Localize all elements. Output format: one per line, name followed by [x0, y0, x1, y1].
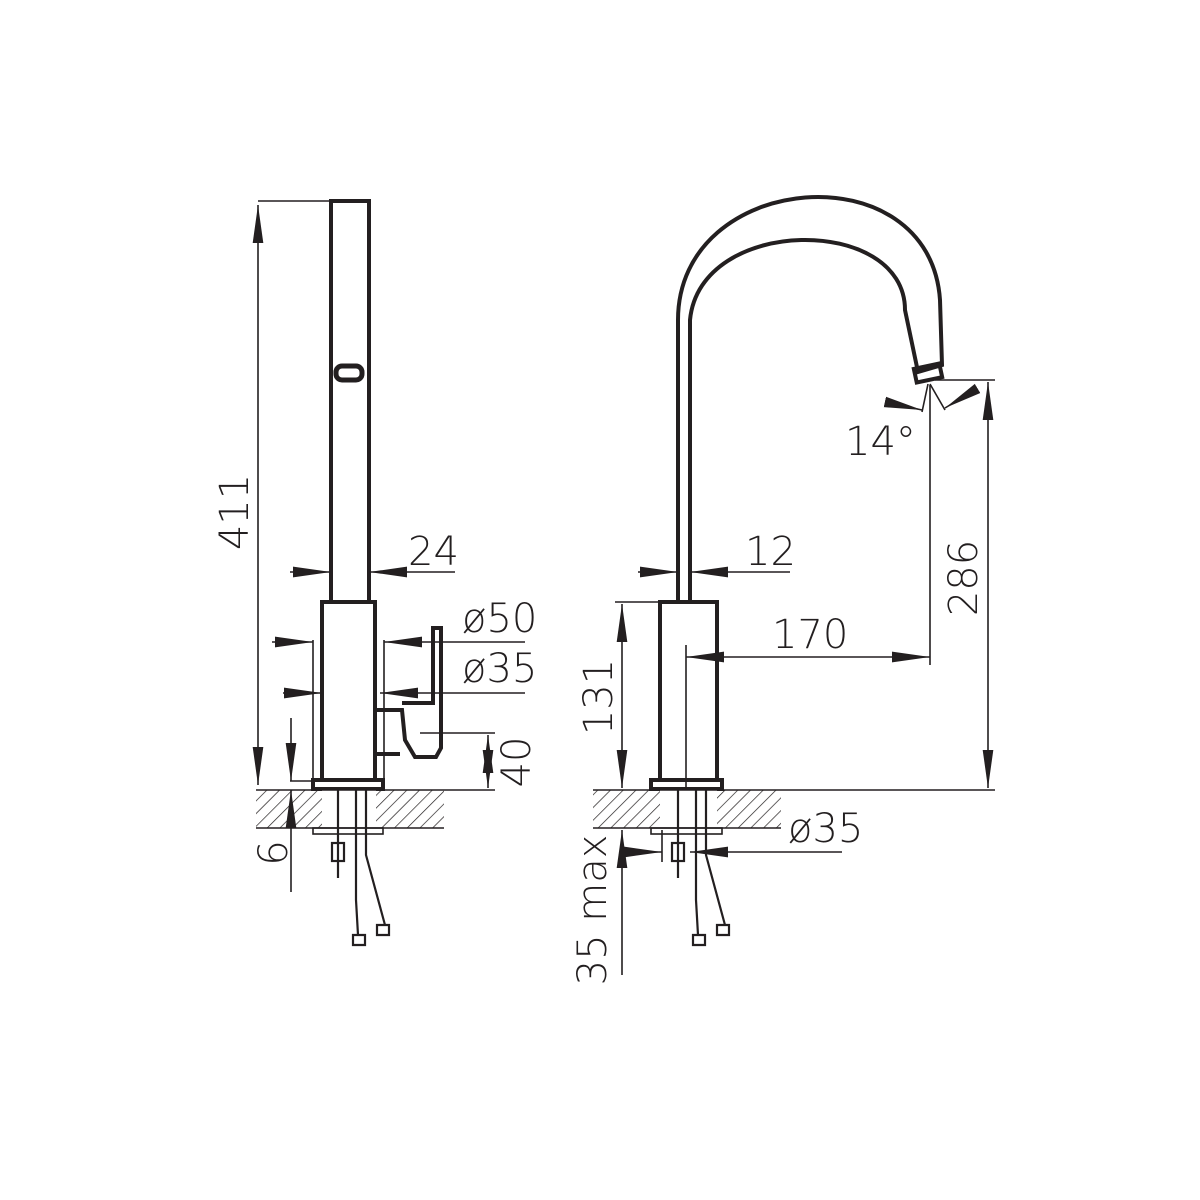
dim-total-height: 411 [212, 474, 258, 550]
dim-body-height: 131 [576, 659, 622, 735]
faucet-body [320, 600, 377, 782]
aerator-slot [333, 363, 365, 383]
dim-mount-diameter: ø35 [462, 646, 537, 692]
dim-outlet-height: 286 [941, 540, 987, 616]
gooseneck-spout [676, 195, 945, 602]
faucet-body-front [658, 600, 719, 782]
dim-body-diameter: ø50 [462, 596, 537, 642]
front-view: 14° 12 131 170 286 ø35 35 max [570, 195, 995, 986]
dim-spout-width-front: 12 [745, 529, 796, 575]
dim-handle-height: 40 [494, 737, 540, 788]
dim-reach: 170 [772, 612, 848, 658]
mounting-nut-front [670, 841, 686, 863]
supply-hoses [351, 790, 391, 947]
dim-max-counter-thickness: 35 max [570, 835, 616, 986]
spout-tube [329, 199, 371, 604]
aerator [911, 361, 945, 385]
base-plate [311, 778, 385, 791]
dim-hole-diameter: ø35 [788, 806, 863, 852]
dim-spout-width: 24 [408, 529, 459, 575]
dim-base-thickness: 6 [251, 840, 297, 865]
side-view: 411 24 ø50 ø35 40 6 [212, 199, 540, 947]
mounting-nut [330, 841, 346, 863]
dim-spray-angle: 14° [845, 419, 916, 465]
handle-lever [375, 626, 443, 759]
